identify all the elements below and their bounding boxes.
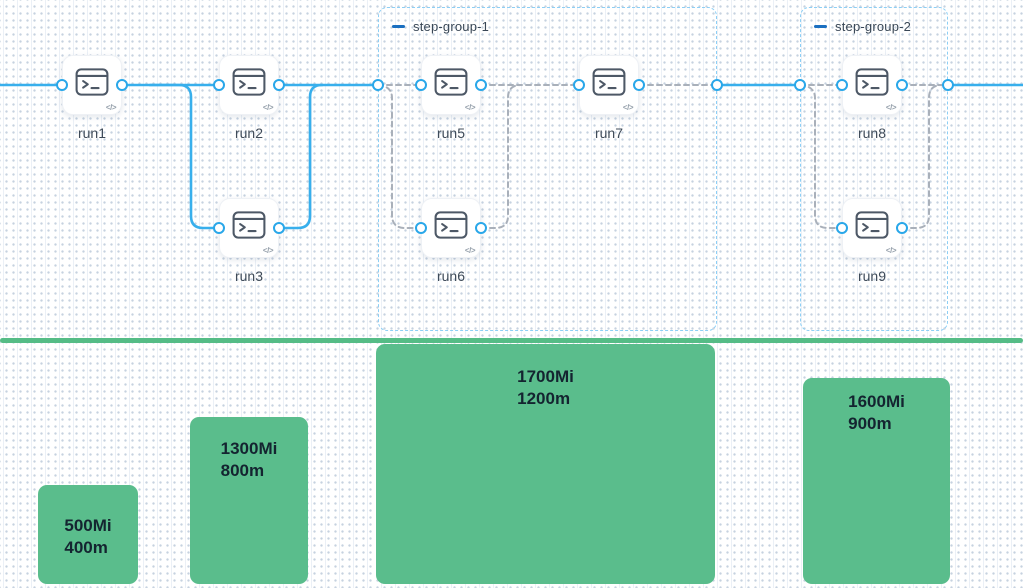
bar-cpu-value: 1200m (517, 389, 571, 408)
port-run5-in[interactable] (415, 79, 427, 91)
code-icon: </> (262, 246, 274, 255)
port-run3-in[interactable] (213, 222, 225, 234)
collapse-dash-icon[interactable] (814, 25, 827, 28)
bar-cpu-value: 800m (220, 461, 265, 480)
edge-run6-run7 (480, 84, 522, 229)
edge-run3-merge (277, 83, 324, 230)
bar-cpu-value: 900m (848, 414, 892, 433)
node-run6[interactable]: </> (421, 198, 481, 258)
port-run6-out[interactable] (475, 222, 487, 234)
resource-divider-line (0, 338, 1023, 343)
collapse-dash-icon[interactable] (392, 25, 405, 28)
node-label-run8: run8 (857, 125, 887, 141)
group-header: step-group-1 (392, 19, 489, 34)
group-step-group-1[interactable]: step-group-1 (378, 7, 717, 331)
terminal-icon (75, 68, 109, 96)
port-run1-out[interactable] (116, 79, 128, 91)
node-label-run9: run9 (857, 268, 887, 284)
edge-run1-run3 (148, 83, 221, 230)
code-icon: </> (464, 246, 476, 255)
terminal-icon (855, 211, 889, 239)
port-run3-out[interactable] (273, 222, 285, 234)
group-label-step-group-1: step-group-1 (413, 19, 490, 34)
node-run1[interactable]: </> (62, 55, 122, 115)
port-run8-in[interactable] (836, 79, 848, 91)
bar-memory-value: 1600Mi (848, 392, 905, 411)
group-step-group-2[interactable]: step-group-2 (800, 7, 948, 331)
port-run7-in[interactable] (573, 79, 585, 91)
port-run8-out[interactable] (896, 79, 908, 91)
group-label-step-group-2: step-group-2 (835, 19, 912, 34)
port-run6-in[interactable] (415, 222, 427, 234)
code-icon: </> (885, 103, 897, 112)
terminal-icon (232, 211, 266, 239)
edge-group1in-run6 (377, 84, 422, 229)
port-run7-out[interactable] (633, 79, 645, 91)
bar-cpu-value: 400m (64, 538, 108, 557)
port-step-group-1-in[interactable] (372, 79, 384, 91)
node-run5[interactable]: </> (421, 55, 481, 115)
port-step-group-1-out[interactable] (711, 79, 723, 91)
code-icon: </> (885, 246, 897, 255)
node-label-run5: run5 (436, 125, 466, 141)
port-run2-in[interactable] (213, 79, 225, 91)
port-run2-out[interactable] (273, 79, 285, 91)
edge-group2in-run9 (799, 84, 843, 229)
terminal-icon (232, 68, 266, 96)
terminal-icon (855, 68, 889, 96)
resource-bar-step-group-1: 1700Mi 1200m (376, 344, 715, 584)
node-label-run6: run6 (436, 268, 466, 284)
node-label-run2: run2 (234, 125, 264, 141)
port-run9-in[interactable] (836, 222, 848, 234)
node-label-run3: run3 (234, 268, 264, 284)
terminal-icon (434, 211, 468, 239)
node-run9[interactable]: </> (842, 198, 902, 258)
resource-bar-run2-run3: 1300Mi 800m (190, 417, 308, 584)
bar-memory-value: 1700Mi (517, 367, 574, 386)
port-run9-out[interactable] (896, 222, 908, 234)
group-header: step-group-2 (814, 19, 911, 34)
port-run5-out[interactable] (475, 79, 487, 91)
bar-memory-value: 1300Mi (220, 439, 278, 458)
code-icon: </> (464, 103, 476, 112)
code-icon: </> (262, 103, 274, 112)
code-icon: </> (622, 103, 634, 112)
node-label-run7: run7 (594, 125, 624, 141)
terminal-icon (434, 68, 468, 96)
code-icon: </> (105, 103, 117, 112)
node-run2[interactable]: </> (219, 55, 279, 115)
terminal-icon (592, 68, 626, 96)
node-run8[interactable]: </> (842, 55, 902, 115)
resource-bar-step-group-2: 1600Mi 900m (803, 378, 950, 584)
port-step-group-2-out[interactable] (942, 79, 954, 91)
edge-run9-group2out (901, 84, 943, 229)
node-run3[interactable]: </> (219, 198, 279, 258)
node-run7[interactable]: </> (579, 55, 639, 115)
port-run1-in[interactable] (56, 79, 68, 91)
bar-memory-value: 500Mi (64, 516, 112, 535)
port-step-group-2-in[interactable] (794, 79, 806, 91)
resource-bar-run1: 500Mi 400m (38, 485, 138, 584)
node-label-run1: run1 (77, 125, 107, 141)
